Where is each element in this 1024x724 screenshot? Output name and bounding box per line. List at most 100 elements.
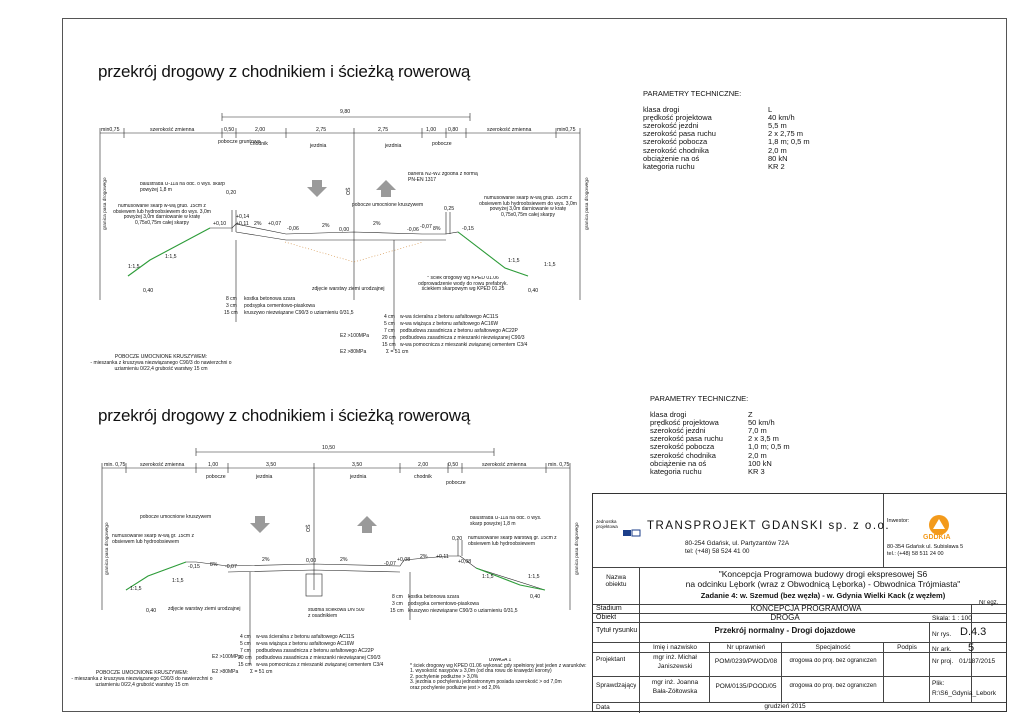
sprawdzajacy-name: Bała-Żółtowska [652,688,698,695]
layer-thickness: 4 cm [384,314,395,320]
level: -0,06 [407,227,419,233]
shoulder-note: pobocze umocnione kruszywem [140,514,212,520]
level: +0,11 [436,554,449,560]
title-block: Jednostka projektowa TRANSPROJEKT GDAŃSK… [592,493,1007,713]
layer-thickness: 15 cm [382,342,396,348]
nr-egz-label: Nr egz. [979,600,999,606]
layer-desc: kruszywo niezwiązane C90/3 o uziarnieniu… [244,310,354,316]
param-value: L [768,105,773,115]
layer-thickness: 5 cm [240,641,251,647]
pavement-layer [227,569,401,573]
investor-phone: tel.: (+48) 58 511 24 00 [887,551,944,557]
param-key: klasa drogi [643,105,680,115]
level: 2% [322,223,330,229]
slope-note-right: humusowanie skarp w-wą grub. 15cm z obsi… [479,196,577,218]
tytul-label: Tytuł rysunku [596,627,638,634]
layer-desc: podbudowa zasadnicza z mieszanki niezwią… [400,335,525,341]
investor-label: Inwestor: [887,518,910,524]
investor-address: 80-354 Gdańsk ul. Subisława 5 [887,544,964,550]
sheet-frame [62,18,1007,712]
level: 2% [262,557,270,563]
param-key: kategoria ruchu [650,466,702,476]
layer-thickness: 7 cm [384,328,395,334]
layer-desc: w-wa pomocnicza z mieszanki związanej ce… [256,662,383,668]
slope: 1:1,5 [130,586,142,592]
level: 0,20 [452,536,462,542]
shoulder-note-body: - mieszanka z kruszywa niezwiązanego C90… [71,676,213,688]
nr-rys-value: D.4.3 [960,626,987,638]
level: 0,00 [339,227,349,233]
layer-thickness: 20 cm [382,335,396,341]
traffic-arrow-down-icon [250,516,270,533]
layer-sum: Σ = 51 cm [386,349,408,355]
layer-thickness: 4 cm [240,634,251,640]
row-boundary-right: granica pasa drogowego [574,522,580,575]
dim: 0,50 [448,462,458,468]
layer-desc: w-wa ścieralna z betonu asfaltowego AC11… [256,634,355,640]
traffic-arrow-up-icon [357,516,377,533]
slope: 1:1,5 [172,578,184,584]
company-name: TRANSPROJEKT GDAŃSKI sp. z o.o. [647,520,891,532]
param-value: KR 3 [748,466,765,476]
param-key: szerokość jezdni [650,426,706,436]
zone-label: jezdnia [255,474,273,480]
level: -0,07 [384,561,396,567]
layer-desc: podbudowa zasadnicza z betonu asfaltoweg… [256,648,375,654]
stadium-value: KONCEPCJA PROGRAMOWA [750,604,862,613]
dim: szerokość zmienna [482,462,527,468]
slope: 1:1,5 [544,262,556,268]
row-boundary-right: granica pasa drogowego [584,177,590,230]
param-key: obciążenie na oś [643,153,700,163]
layer-desc: w-wa pomocnicza z mieszanki związanej ce… [400,342,527,348]
dim: min. 0,75 [548,462,569,468]
layer-desc: w-wa wiążąca z betonu asfaltowego AC16W [400,321,498,327]
layer-thickness: 5 cm [384,321,395,327]
topsoil-note: zdjęcie warstwy ziemi urodzajnej [312,286,385,292]
layer-thickness: 8 cm [392,594,403,600]
slope-left [125,561,187,591]
layer-thickness: 15 cm [224,310,238,316]
zone-label: pobocze [446,480,466,486]
slope: 1:1,5 [528,574,540,580]
param-value: 5,5 m [768,121,787,131]
param-key: kategoria ruchu [643,161,695,171]
slope: 1:1,5 [128,264,140,270]
zone-label: jezdnia [349,474,367,480]
dim: szerokość zmienna [487,127,532,133]
layer-desc: kostka betonowa szara [244,296,295,302]
obiekt-label: Obiekt [596,614,617,621]
param-value: 1,8 m; 0,5 m [768,137,810,147]
note-line: 2. pochylenie podłużne > 3,0% [410,673,479,680]
slope-note-right: humusowanie skarp warstwą gr. 15cm z obs… [468,536,557,547]
e2-value: E2 >80MPa [340,349,366,355]
layer-desc: kruszywo niezwiązane C90/3 o uziarnieniu… [408,608,518,614]
layer-sum: Σ = 51 cm [250,669,272,675]
e2-value: E2 >100MPa [340,333,369,339]
notes-block: UWAGA 1* ściek drogowy wg KPED 01.06 wyk… [410,658,590,692]
plik-value: R:\S6_Gdynia_Lebork [932,690,996,697]
level: 8% [210,562,218,568]
zone-label: chodnik [414,474,432,480]
zone-label: jezdnia [384,143,402,149]
layer-thickness: 3 cm [226,303,237,309]
layer-desc: w-wa wiążąca z betonu asfaltowego AC16W [256,641,354,647]
level: +0,10 [213,221,226,227]
data-label: Data [596,704,610,711]
param-value: 40 km/h [768,113,795,123]
ditch-note: * ściek drogowy wg KPED 01.06 odprowadze… [418,276,508,293]
data-value: grudzień 2015 [764,703,806,710]
level: +0,07 [268,221,281,227]
project-line-2: na odcinku Lębork (wraz z Obwodnicą Lębo… [685,579,961,589]
dim: 1,00 [426,127,436,133]
note-line: * ściek drogowy wg KPED 01.06 wykonać gd… [410,662,587,669]
level: +0,14 [236,214,249,220]
barrier-note: balustrada U-11a na odc. o wys. skarp po… [470,516,542,527]
level: +0,08 [458,559,471,565]
section1-params-title: PARAMETRY TECHNICZNE: [643,89,742,98]
projektant-permit: POM/0239/PWOD/08 [714,658,778,665]
level: -0,07 [225,564,237,570]
note-line: oraz pochylenie podłużne jest > od 2,0% [410,684,500,691]
section2-params-title: PARAMETRY TECHNICZNE: [650,394,749,403]
shoulder-note-body: - mieszanka z kruszywa niezwiązanego C90… [90,360,232,372]
